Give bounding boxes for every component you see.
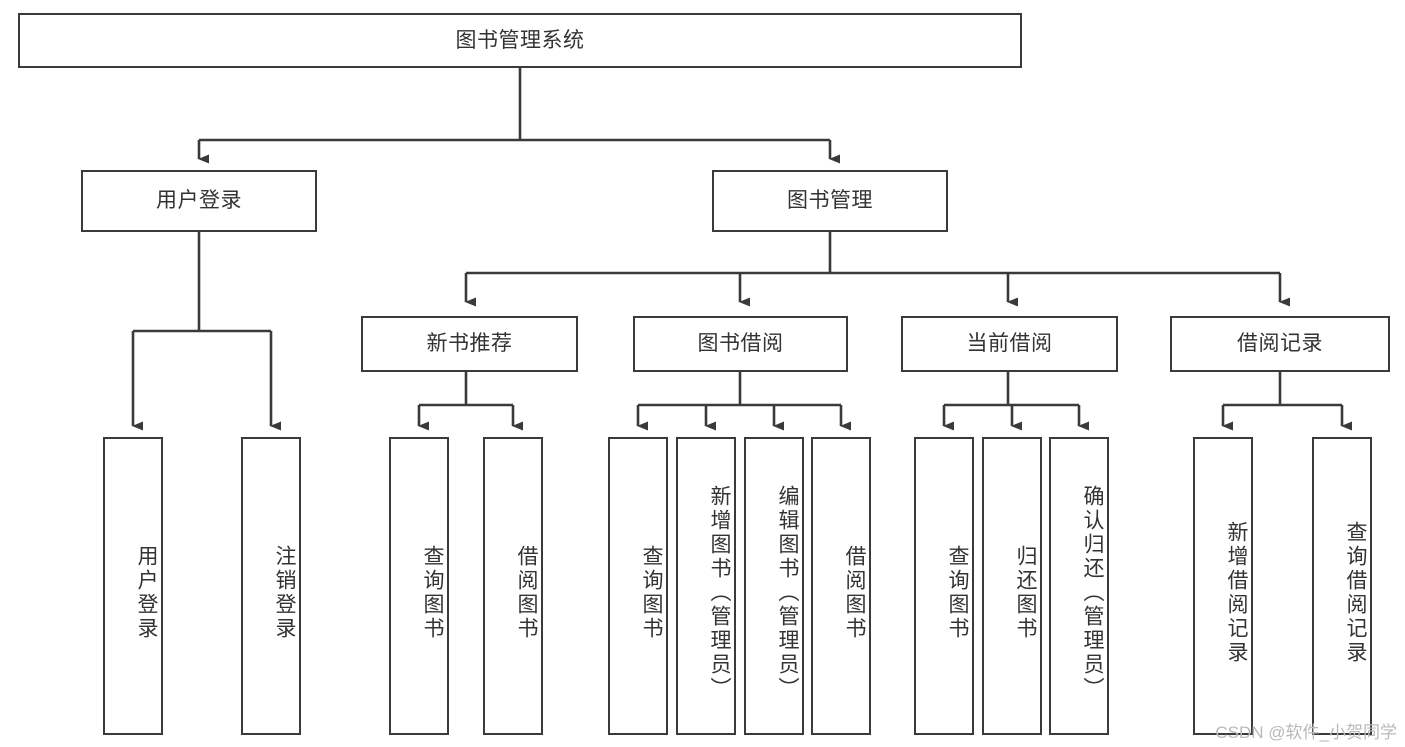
node-book-borrow[interactable]: 图书借阅 — [633, 316, 848, 372]
node-current-borrow-label: 当前借阅 — [966, 332, 1053, 356]
node-leaf-query-book-1[interactable]: 查询图书 — [389, 437, 449, 735]
node-leaf-borrow-book-1[interactable]: 借阅图书 — [483, 437, 543, 735]
node-leaf-borrow-book-1-label: 借阅图书 — [515, 545, 538, 641]
node-leaf-borrow-book-2-label: 借阅图书 — [843, 545, 866, 641]
node-borrow-record-label: 借阅记录 — [1237, 332, 1323, 356]
node-leaf-add-book[interactable]: 新增图书（管理员） — [676, 437, 736, 735]
node-leaf-edit-book-label: 编辑图书（管理员） — [776, 485, 799, 701]
node-leaf-user-login-label: 用户登录 — [135, 545, 158, 641]
node-user-login[interactable]: 用户登录 — [81, 170, 317, 232]
node-leaf-user-login[interactable]: 用户登录 — [103, 437, 163, 735]
node-leaf-borrow-book-2[interactable]: 借阅图书 — [811, 437, 871, 735]
node-leaf-query-book-1-label: 查询图书 — [421, 545, 444, 641]
node-leaf-confirm-return[interactable]: 确认归还（管理员） — [1049, 437, 1109, 735]
node-leaf-add-book-label: 新增图书（管理员） — [708, 485, 731, 701]
node-leaf-logout[interactable]: 注销登录 — [241, 437, 301, 735]
node-book-manage[interactable]: 图书管理 — [712, 170, 948, 232]
node-user-login-label: 用户登录 — [156, 189, 242, 213]
node-leaf-query-book-3-label: 查询图书 — [946, 545, 969, 641]
node-leaf-add-borrow-record-label: 新增借阅记录 — [1225, 521, 1248, 665]
node-leaf-query-book-2[interactable]: 查询图书 — [608, 437, 668, 735]
node-new-book-recommend-label: 新书推荐 — [426, 332, 513, 356]
node-leaf-return-book-label: 归还图书 — [1014, 545, 1037, 641]
node-leaf-add-borrow-record[interactable]: 新增借阅记录 — [1193, 437, 1253, 735]
node-leaf-query-borrow-record[interactable]: 查询借阅记录 — [1312, 437, 1372, 735]
node-book-manage-label: 图书管理 — [787, 189, 873, 213]
node-leaf-query-borrow-record-label: 查询借阅记录 — [1344, 521, 1367, 665]
node-leaf-logout-label: 注销登录 — [273, 545, 296, 641]
node-borrow-record[interactable]: 借阅记录 — [1170, 316, 1390, 372]
node-leaf-edit-book[interactable]: 编辑图书（管理员） — [744, 437, 804, 735]
watermark: CSDN @软件_小贺同学 — [1215, 723, 1397, 742]
node-root-label: 图书管理系统 — [455, 28, 585, 52]
node-new-book-recommend[interactable]: 新书推荐 — [361, 316, 578, 372]
node-root[interactable]: 图书管理系统 — [18, 13, 1022, 68]
node-leaf-query-book-3[interactable]: 查询图书 — [914, 437, 974, 735]
node-book-borrow-label: 图书借阅 — [697, 332, 784, 356]
node-leaf-return-book[interactable]: 归还图书 — [982, 437, 1042, 735]
node-current-borrow[interactable]: 当前借阅 — [901, 316, 1118, 372]
node-leaf-query-book-2-label: 查询图书 — [640, 545, 663, 641]
node-leaf-confirm-return-label: 确认归还（管理员） — [1081, 485, 1104, 701]
